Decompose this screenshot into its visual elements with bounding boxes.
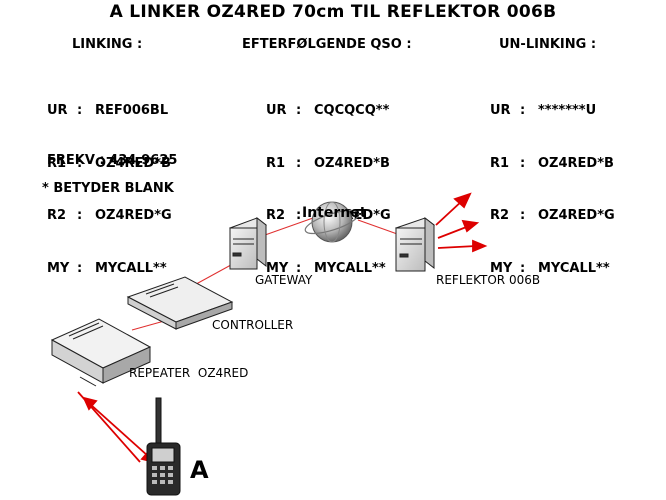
qso-row-ur: UR:CQCQCQ** (266, 103, 390, 118)
qso-row-r1: R1:OZ4RED*B (266, 155, 390, 171)
qso-block: UR:CQCQCQ** R1:OZ4RED*B R2:OZ4RED*G MY:M… (266, 67, 391, 295)
internet-globe-icon (304, 201, 360, 243)
unlinking-row-r1: R1:OZ4RED*B (490, 155, 614, 171)
radio-link-arrows (77, 391, 156, 464)
linking-header: LINKING : (72, 37, 143, 52)
blank-note: * BETYDER BLANK (42, 181, 174, 196)
controller-label: CONTROLLER (212, 318, 294, 332)
qso-row-my: MY:MYCALL** (266, 260, 386, 276)
linking-row-r2: R2:OZ4RED*G (47, 208, 172, 223)
unlinking-row-my: MY:MYCALL** (490, 260, 610, 276)
gateway-server-icon (228, 216, 268, 270)
unlinking-row-ur: UR:*******U (490, 103, 597, 118)
reflector-server-icon (394, 216, 436, 272)
handheld-label: A (190, 456, 209, 484)
handheld-radio-icon (146, 397, 181, 496)
internet-label: Internet (302, 205, 367, 221)
unlinking-block: UR:*******U R1:OZ4RED*B R2:OZ4RED*G MY:M… (490, 67, 615, 295)
controller-rack-icon (126, 276, 234, 330)
page-title: A LINKER OZ4RED 70cm TIL REFLEKTOR 006B (109, 2, 557, 22)
linking-block: UR:REF006BL R1:OZ4RED*B R2:OZ4RED*G MY:M… (47, 67, 172, 295)
unlinking-row-r2: R2:OZ4RED*G (490, 208, 615, 223)
unlinking-header: UN-LINKING : (499, 37, 597, 52)
gateway-label: GATEWAY (255, 273, 313, 287)
linking-row-my: MY:MYCALL** (47, 260, 167, 276)
reflector-label: REFLEKTOR 006B (436, 273, 541, 287)
frequency-label: FREKV : 434,9625 (47, 153, 178, 168)
linking-row-r1: R1:OZ4RED*B (47, 155, 171, 171)
linking-row-ur: UR:REF006BL (47, 103, 169, 118)
qso-header: EFTERFØLGENDE QSO : (242, 37, 412, 52)
reflector-arrows (435, 192, 488, 253)
repeater-rack-icon (50, 318, 152, 387)
repeater-label: REPEATER OZ4RED (129, 366, 249, 380)
